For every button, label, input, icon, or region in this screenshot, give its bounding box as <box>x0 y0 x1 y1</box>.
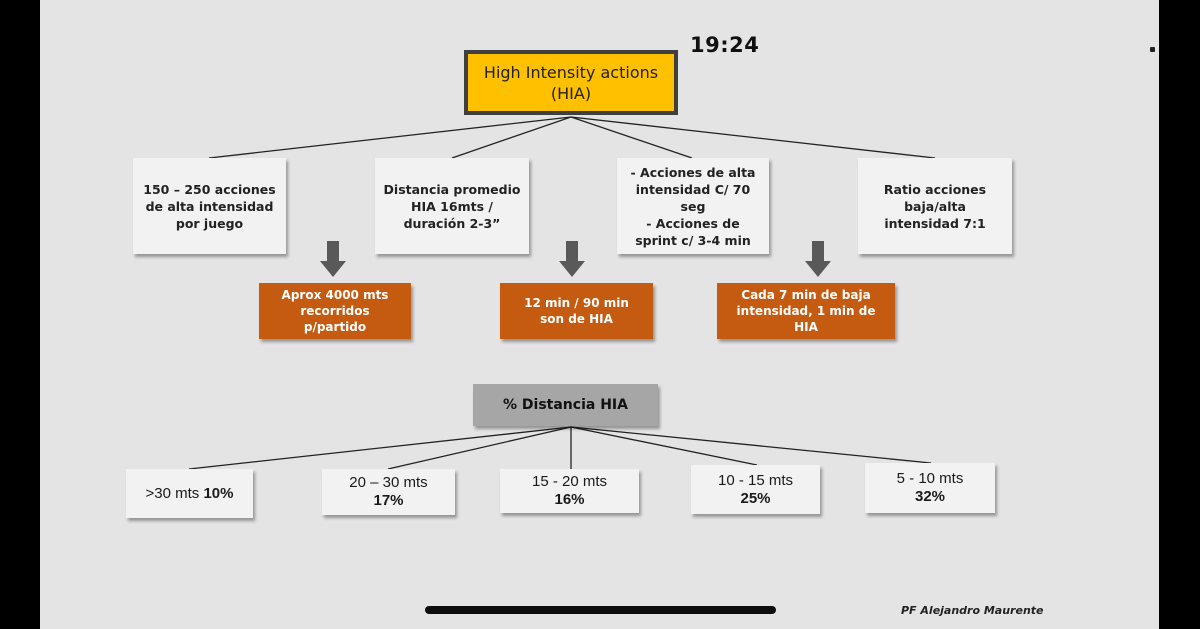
distance-range: 15 - 20 mts <box>531 473 608 490</box>
down-arrow-icon <box>320 241 346 277</box>
distance-percent: 16% <box>554 491 585 508</box>
connector-line <box>451 116 572 159</box>
distance-range: >30 mts <box>145 484 200 502</box>
root-node: High Intensity actions (HIA) <box>464 50 678 115</box>
fact-box: - Acciones de alta intensidad C/ 70 seg … <box>617 158 769 254</box>
distance-percent: 17% <box>373 492 404 509</box>
distance-bin: 5 - 10 mts 32% <box>865 463 995 513</box>
connector-line <box>570 426 932 464</box>
distance-percent: 10% <box>203 484 234 502</box>
distance-range: 5 - 10 mts <box>896 470 964 487</box>
fact-box: 150 – 250 acciones de alta intensidad po… <box>133 158 286 254</box>
fact-box: Distancia promedio HIA 16mts / duración … <box>375 158 529 254</box>
distance-bin: 10 - 15 mts 25% <box>691 465 820 514</box>
down-arrow-icon <box>559 241 585 277</box>
root-abbr: (HIA) <box>550 83 592 103</box>
result-box: 12 min / 90 min son de HIA <box>500 283 653 339</box>
connector-line <box>208 116 572 159</box>
distance-bin: >30 mts 10% <box>126 469 253 518</box>
fact-box: Ratio acciones baja/alta intensidad 7:1 <box>858 158 1012 254</box>
root-title: High Intensity actions <box>483 62 659 82</box>
status-time: 19:24 <box>690 33 760 57</box>
distance-range: 10 - 15 mts <box>717 471 794 489</box>
connector-line <box>387 426 572 470</box>
result-box: Cada 7 min de baja intensidad, 1 min de … <box>717 283 895 339</box>
distance-percent: 25% <box>740 489 771 507</box>
connector-line <box>570 116 693 159</box>
distance-range: 20 – 30 mts <box>349 474 428 491</box>
connector-line <box>188 426 572 470</box>
result-box: Aprox 4000 mts recorridos p/partido <box>259 283 411 339</box>
status-dot <box>1150 47 1155 52</box>
distance-percent: 32% <box>914 488 946 505</box>
home-indicator[interactable] <box>425 606 776 614</box>
author-credit: PF Alejandro Maurente <box>901 604 1044 617</box>
connector-line <box>570 116 936 159</box>
distance-bin: 15 - 20 mts 16% <box>500 469 639 513</box>
connector-line <box>570 426 758 466</box>
distance-header: % Distancia HIA <box>473 384 658 426</box>
distance-bin: 20 – 30 mts 17% <box>322 469 455 515</box>
down-arrow-icon <box>805 241 831 277</box>
